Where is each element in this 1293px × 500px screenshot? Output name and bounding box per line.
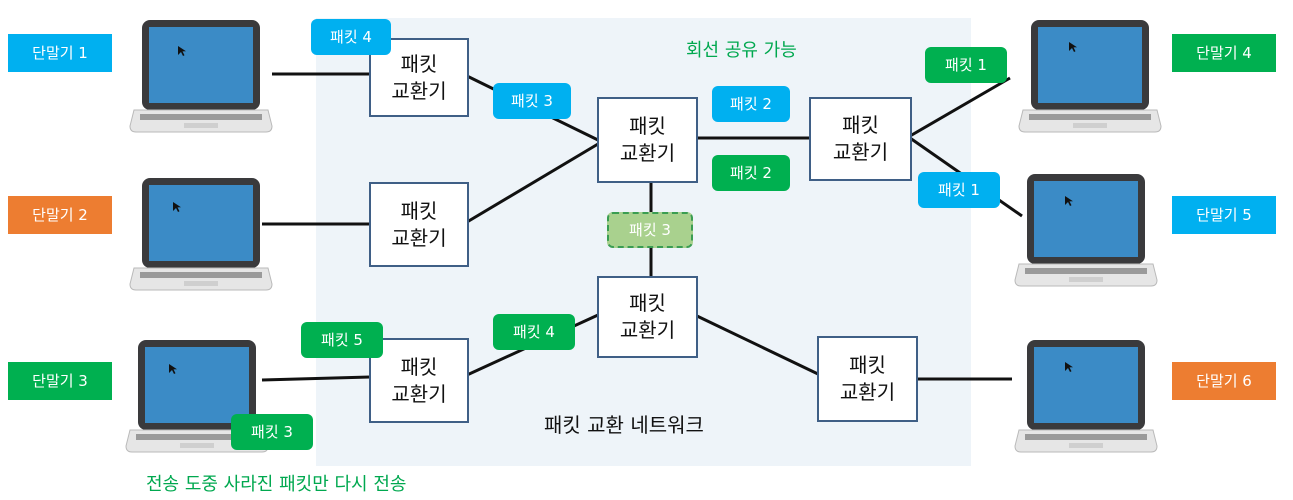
link-se-t4 bbox=[909, 76, 1011, 138]
terminal-label-6: 단말기 6 bbox=[1172, 362, 1276, 400]
lost-packet-tag: 패킷 3 bbox=[607, 212, 693, 248]
packet-switch: 패킷 교환기 bbox=[597, 276, 698, 358]
packet-tag: 패킷 4 bbox=[493, 314, 575, 350]
packet-tag: 패킷 5 bbox=[301, 322, 383, 358]
packet-switch: 패킷 교환기 bbox=[369, 338, 469, 423]
switch-label-line1: 패킷 bbox=[400, 51, 438, 76]
packet-tag: 패킷 4 bbox=[311, 19, 391, 55]
switch-label-line2: 교환기 bbox=[839, 380, 896, 404]
switch-label-line1: 패킷 bbox=[629, 291, 666, 315]
laptop-icon bbox=[129, 178, 273, 291]
packet-tag: 패킷 1 bbox=[925, 47, 1007, 83]
circuit-sharing-caption: 회선 공유 가능 bbox=[686, 40, 797, 61]
packet-tag: 패킷 1 bbox=[918, 172, 1000, 208]
packet-switch: 패킷 교환기 bbox=[817, 336, 918, 422]
laptop-icon bbox=[1014, 174, 1158, 287]
switch-label-line1: 패킷 bbox=[629, 114, 666, 138]
laptop-icon bbox=[1018, 20, 1162, 133]
cursor-icon bbox=[169, 364, 177, 374]
cursor-icon bbox=[1065, 362, 1073, 372]
network-title: 패킷 교환 네트워크 bbox=[544, 413, 704, 437]
packet-switch: 패킷 교환기 bbox=[597, 97, 698, 183]
switch-label-line2: 교환기 bbox=[619, 141, 676, 165]
packet-switch: 패킷 교환기 bbox=[809, 97, 912, 181]
switch-label-line1: 패킷 bbox=[400, 198, 438, 223]
cursor-icon bbox=[178, 46, 186, 56]
packet-tag: 패킷 2 bbox=[712, 86, 790, 122]
packet-switch: 패킷 교환기 bbox=[369, 182, 469, 267]
laptop-icon bbox=[125, 340, 269, 453]
switch-label-line2: 교환기 bbox=[832, 140, 889, 164]
retransmit-caption: 전송 도중 사라진 패킷만 다시 전송 bbox=[146, 474, 407, 495]
cursor-icon bbox=[1069, 42, 1077, 52]
terminal-label-2: 단말기 2 bbox=[8, 196, 112, 234]
link-t3-s3 bbox=[261, 375, 371, 382]
cursor-icon bbox=[173, 202, 181, 212]
terminal-label-1: 단말기 1 bbox=[8, 34, 112, 72]
packet-tag: 패킷 2 bbox=[712, 155, 790, 191]
laptop-icon bbox=[1014, 340, 1158, 453]
link-s2-sc bbox=[466, 142, 599, 224]
packet-tag: 패킷 3 bbox=[231, 414, 313, 450]
link-sm-sr bbox=[696, 314, 819, 376]
switch-label-line2: 교환기 bbox=[619, 318, 676, 342]
switch-label-line2: 교환기 bbox=[391, 78, 447, 103]
terminal-label-5: 단말기 5 bbox=[1172, 196, 1276, 234]
packet-tag: 패킷 3 bbox=[493, 83, 571, 119]
switch-label-line1: 패킷 bbox=[849, 353, 886, 377]
cursor-icon bbox=[1065, 196, 1073, 206]
laptop-icon bbox=[129, 20, 273, 133]
terminal-label-3: 단말기 3 bbox=[8, 362, 112, 400]
packet-switch: 패킷 교환기 bbox=[369, 38, 469, 117]
switch-label-line2: 교환기 bbox=[391, 225, 447, 250]
switch-label-line1: 패킷 bbox=[400, 354, 438, 379]
terminal-label-4: 단말기 4 bbox=[1172, 34, 1276, 72]
switch-label-line1: 패킷 bbox=[842, 113, 879, 137]
switch-label-line2: 교환기 bbox=[391, 381, 447, 406]
